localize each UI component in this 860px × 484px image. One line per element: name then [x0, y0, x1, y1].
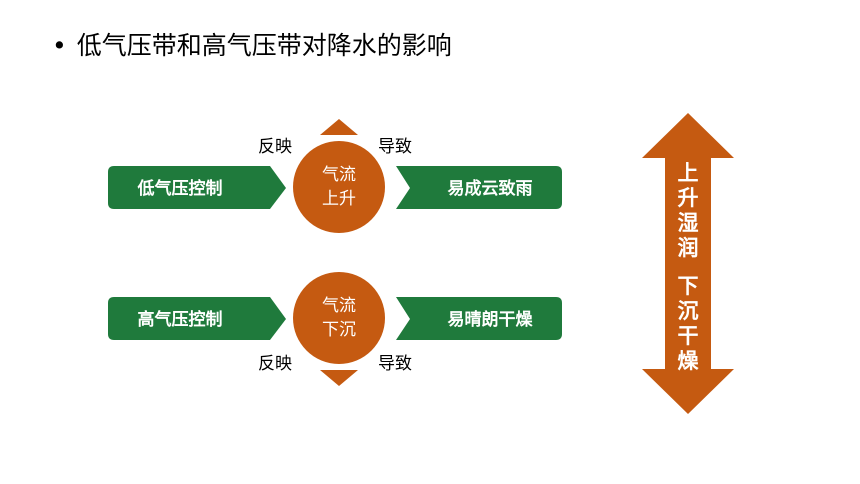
side-text-top-2: 升: [678, 186, 699, 210]
down-triangle: [320, 370, 358, 386]
low-reflect-label: 反映: [258, 137, 292, 157]
side-text-top-4: 润: [678, 236, 699, 260]
side-text-top-3: 湿: [678, 211, 699, 235]
sinking-airflow-circle: [293, 272, 385, 364]
rain-result-label: 易成云致雨: [448, 178, 533, 199]
low-lead-label: 导致: [378, 137, 412, 157]
rising-airflow-line2: 上升: [322, 189, 356, 209]
bullet: •: [52, 31, 67, 60]
side-text-bottom-2: 沉: [678, 299, 699, 323]
dry-result-arrow: [396, 297, 562, 340]
double-arrow-shape: [642, 113, 734, 414]
low-pressure-control-label: 低气压控制: [137, 178, 223, 199]
sinking-airflow-line2: 下沉: [322, 320, 356, 340]
high-reflect-label: 反映: [258, 354, 292, 374]
side-text-top-1: 上: [678, 161, 699, 185]
slide-title: • 低气压带和高气压带对降水的影响: [52, 26, 452, 66]
rising-airflow-line1: 气流: [322, 165, 356, 185]
low-pressure-row: 低气压控制 气流 上升 易成云致雨 反映 导致: [108, 119, 562, 233]
high-pressure-control-label: 高气压控制: [138, 309, 223, 330]
up-triangle: [320, 119, 358, 135]
sinking-airflow-line1: 气流: [322, 296, 356, 316]
dry-result-label: 易晴朗干燥: [448, 309, 534, 330]
vertical-double-arrow: 上 升 湿 润 下 沉 干 燥: [642, 113, 734, 414]
low-pressure-control-arrow: [108, 166, 286, 209]
side-text-bottom-1: 下: [678, 274, 699, 298]
rain-result-arrow: [396, 166, 562, 209]
title-text: 低气压带和高气压带对降水的影响: [76, 31, 452, 60]
side-text-bottom-4: 燥: [678, 349, 700, 373]
high-pressure-row: 高气压控制 气流 下沉 易晴朗干燥 反映 导致: [108, 272, 562, 386]
high-lead-label: 导致: [378, 354, 412, 374]
high-pressure-control-arrow: [108, 297, 286, 340]
rising-airflow-circle: [293, 141, 385, 233]
side-text-bottom-3: 干: [678, 324, 699, 348]
